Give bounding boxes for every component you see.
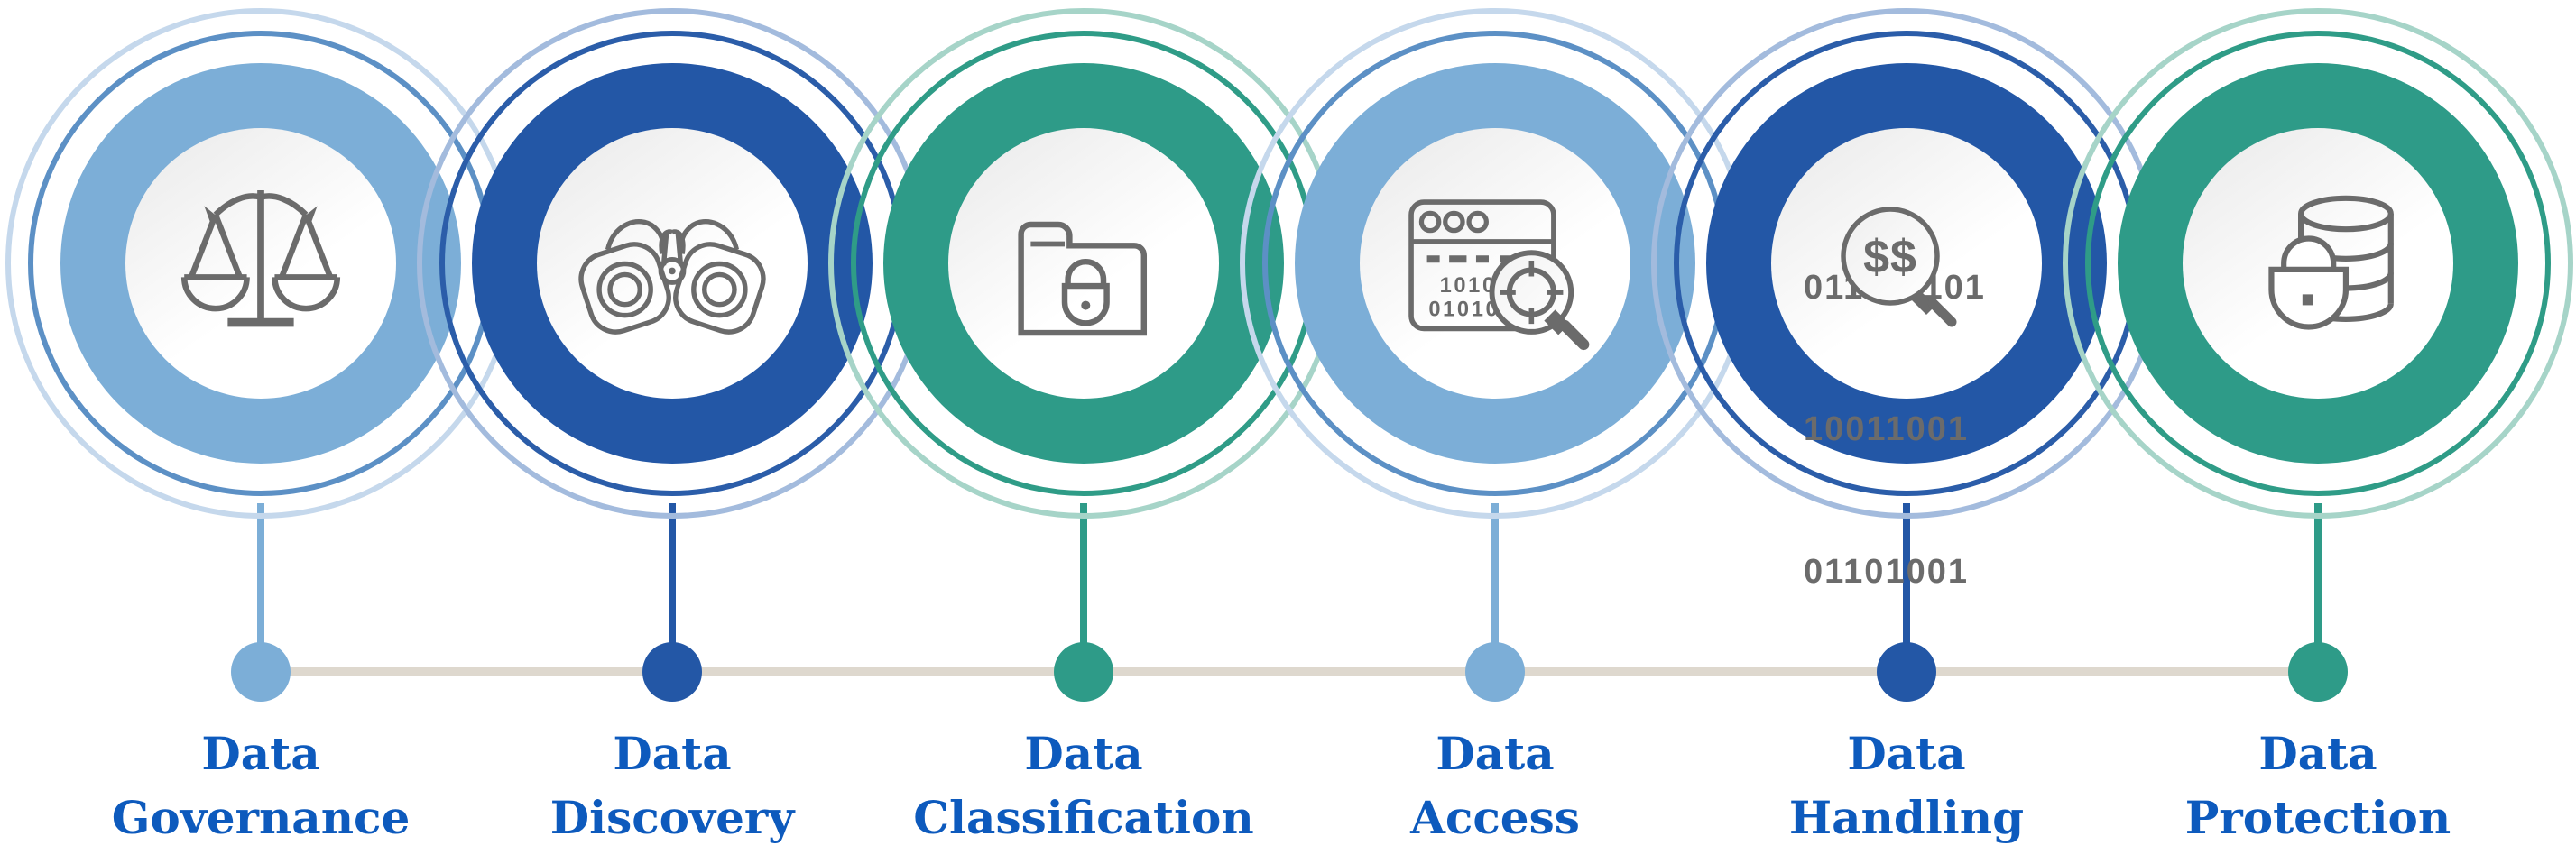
node-label: Data Classification — [858, 722, 1309, 850]
node-label: Data Access — [1270, 722, 1721, 850]
binary-row-2: 10011001 — [1804, 410, 1969, 449]
binoculars-icon — [578, 218, 766, 335]
magnifier-dollar-text: $$ — [1863, 231, 1917, 283]
node-label-line1: Data — [2258, 727, 2377, 780]
connector-stem — [1903, 503, 1910, 646]
node-label-line2: Protection — [2184, 791, 2451, 844]
icon-circle — [125, 128, 396, 399]
node-label: Data Handling — [1681, 722, 2132, 850]
node-label-line2: Discovery — [549, 791, 795, 844]
window-target-search-icon: 101001 0101010 — [1408, 198, 1590, 350]
timeline-dot — [1054, 642, 1113, 702]
connector-stem — [1080, 503, 1087, 646]
binary-row-3: 01101001 — [1804, 552, 1969, 591]
node-label-line1: Data — [1024, 727, 1143, 780]
timeline-line — [261, 667, 2318, 676]
node-label-line2: Access — [1410, 791, 1580, 844]
node-label-line2: Governance — [111, 791, 411, 844]
database-lock-icon — [2268, 195, 2394, 330]
icon-circle — [537, 128, 808, 399]
node-label-line2: Handling — [1788, 791, 2025, 844]
node-label: Data Protection — [2092, 722, 2544, 850]
node-data-protection: Data Protection — [2063, 0, 2573, 864]
node-data-classification: Data Classification — [828, 0, 1339, 864]
node-data-handling: 011011101 10011001 01101001 $$ Data Hand… — [1651, 0, 2162, 864]
node-data-governance: Data Governance — [5, 0, 516, 864]
node-label-line2: Classification — [913, 791, 1254, 844]
node-data-access: 101001 0101010 Data Access — [1240, 0, 1750, 864]
node-label-line1: Data — [1436, 727, 1555, 780]
mid-ring — [2085, 31, 2551, 496]
icon-circle: 011011101 10011001 01101001 $$ — [1771, 128, 2042, 591]
connector-stem — [2314, 503, 2322, 646]
binary-dollar-search-icon: 011011101 10011001 01101001 $$ — [1800, 166, 2013, 591]
timeline-dot — [2288, 642, 2348, 702]
outer-ring — [2063, 8, 2573, 519]
folder-lock-icon — [1017, 221, 1147, 336]
icon-circle — [2183, 128, 2453, 399]
connector-stem — [669, 503, 676, 646]
connector-stem — [257, 503, 264, 646]
node-label-line1: Data — [613, 727, 732, 780]
timeline-dot — [1877, 642, 1936, 702]
connector-stem — [1491, 503, 1499, 646]
dollar-magnifier-icon: $$ — [1841, 207, 1957, 327]
icon-circle — [948, 128, 1219, 399]
icon-circle: 101001 0101010 — [1360, 128, 1630, 399]
node-label: Data Governance — [35, 722, 486, 850]
timeline-dot — [231, 642, 291, 702]
node-label: Data Discovery — [447, 722, 898, 850]
node-label-line1: Data — [1847, 727, 1966, 780]
timeline-dot — [1465, 642, 1525, 702]
timeline-dot — [642, 642, 702, 702]
node-label-line1: Data — [201, 727, 320, 780]
node-data-discovery: Data Discovery — [417, 0, 928, 864]
scales-icon — [180, 190, 341, 327]
